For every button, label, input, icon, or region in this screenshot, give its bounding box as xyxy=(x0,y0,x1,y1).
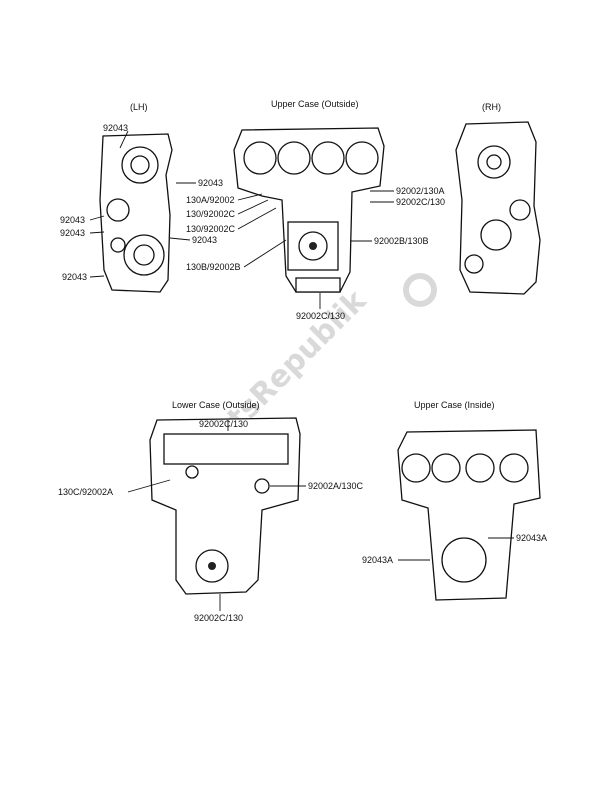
lh-view: (LH) 92043 92043 92043 92043 92043 92043 xyxy=(60,102,223,293)
cylinder-bore-1 xyxy=(243,141,277,175)
leader-line xyxy=(89,231,105,234)
label-lh-3: 92043 xyxy=(60,215,85,225)
cylinder-bore-2 xyxy=(277,141,311,175)
leader-line xyxy=(237,199,269,215)
leader-line xyxy=(243,239,287,268)
label-lo-4: 92002C/130 xyxy=(194,613,243,623)
lh-bore-mid xyxy=(106,198,130,222)
label-uo-1: 130A/92002 xyxy=(186,195,235,205)
label-uo-6: 92002C/130 xyxy=(396,197,445,207)
rh-bore-mid xyxy=(509,199,531,221)
gear-icon xyxy=(403,273,437,307)
leader-line xyxy=(127,479,171,493)
label-lh-2: 92043 xyxy=(198,178,223,188)
label-lo-1: 92002C/130 xyxy=(199,419,248,429)
rh-bore-lower xyxy=(480,219,512,251)
label-lo-2: 130C/92002A xyxy=(58,487,113,497)
inside-bore-4 xyxy=(499,453,529,483)
label-uo-3: 130/92002C xyxy=(186,224,236,234)
label-ui-2: 92043A xyxy=(362,555,393,565)
lower-outside-view: Lower Case (Outside) 92002C/130 130C/920… xyxy=(58,400,364,623)
upper-inside-title: Upper Case (Inside) xyxy=(414,400,495,410)
inside-lower-bore xyxy=(441,537,487,583)
inside-bore-2 xyxy=(431,453,461,483)
upper-outside-title: Upper Case (Outside) xyxy=(271,99,359,109)
leader-line xyxy=(169,237,191,241)
leader-line xyxy=(119,130,129,149)
rh-case-outline xyxy=(455,121,541,295)
rh-title: (RH) xyxy=(482,102,501,112)
upper-outside-view: Upper Case (Outside) 130A/92002 130/9200… xyxy=(186,99,445,321)
label-uo-2: 130/92002C xyxy=(186,209,236,219)
upper-inside-view: Upper Case (Inside) 92043A 92043A xyxy=(362,400,547,601)
label-lo-3: 92002A/130C xyxy=(308,481,364,491)
inside-bore-3 xyxy=(465,453,495,483)
cylinder-bore-3 xyxy=(311,141,345,175)
label-lh-4: 92043 xyxy=(60,228,85,238)
leader-line xyxy=(89,215,105,221)
label-ui-1: 92043A xyxy=(516,533,547,543)
cylinder-bore-4 xyxy=(345,141,379,175)
label-lh-5: 92043 xyxy=(192,235,217,245)
label-uo-7: 92002B/130B xyxy=(374,236,429,246)
label-lh-1: 92043 xyxy=(103,123,128,133)
lower-case-bearing-row xyxy=(163,433,289,465)
label-uo-8: 92002C/130 xyxy=(296,311,345,321)
label-uo-4: 130B/92002B xyxy=(186,262,241,272)
rh-bore-upper-inner xyxy=(486,154,502,170)
inside-bore-1 xyxy=(401,453,431,483)
lh-bore-upper-inner xyxy=(130,155,150,175)
lh-bore-small xyxy=(110,237,126,253)
rh-view: (RH) xyxy=(455,102,541,295)
rh-bore-small xyxy=(464,254,484,274)
label-uo-5: 92002/130A xyxy=(396,186,445,196)
lh-title: (LH) xyxy=(130,102,148,112)
leader-line xyxy=(237,193,263,201)
lower-case-boss-1 xyxy=(185,465,199,479)
upper-case-bore-center xyxy=(309,242,317,250)
leader-line xyxy=(237,207,277,230)
lower-case-boss-2 xyxy=(254,478,270,494)
lower-case-oil-pan-center xyxy=(208,562,216,570)
leader-line xyxy=(89,275,105,278)
lower-outside-title: Lower Case (Outside) xyxy=(172,400,260,410)
upper-case-oil-tray xyxy=(295,277,341,293)
lh-bore-lower-inner xyxy=(133,244,155,266)
label-lh-6: 92043 xyxy=(62,272,87,282)
